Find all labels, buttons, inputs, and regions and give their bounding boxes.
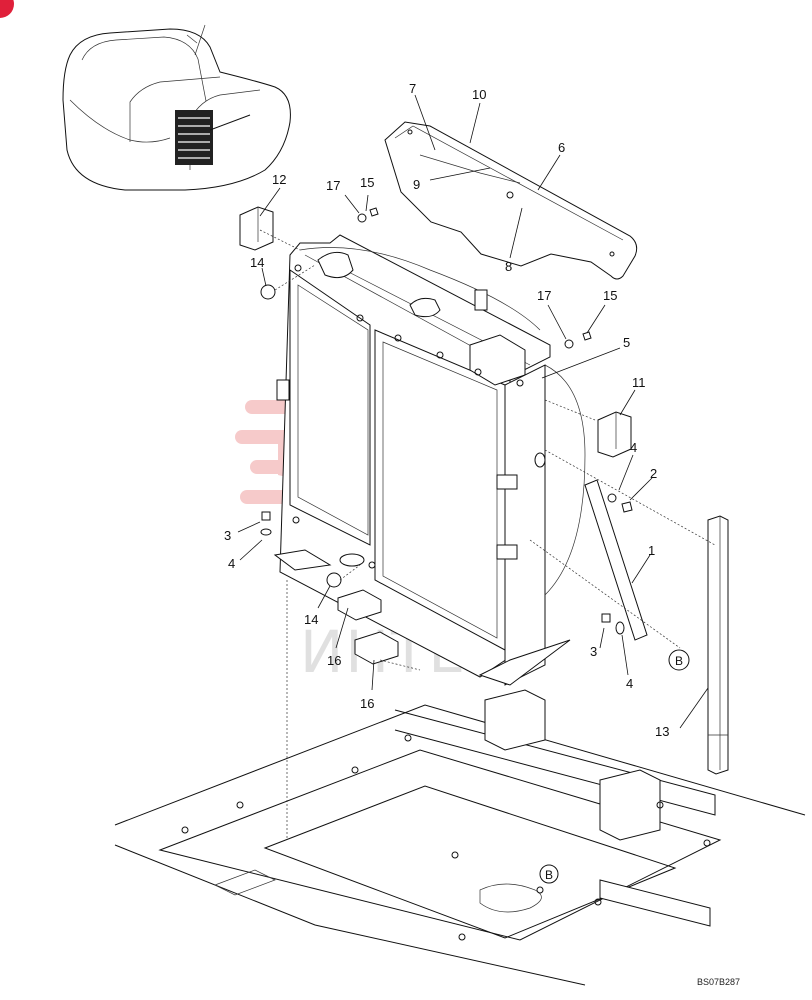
callout-part-16-upper: 16 — [327, 653, 341, 668]
callout-part-4-left: 4 — [228, 556, 235, 571]
callout-part-10: 10 — [472, 87, 486, 102]
callout-part-3-left: 3 — [224, 528, 231, 543]
seal-strip — [707, 515, 729, 775]
callout-part-5: 5 — [623, 335, 630, 350]
radiator-frame-assembly — [273, 234, 586, 686]
upper-frame-chassis — [114, 689, 806, 986]
callout-part-14-lower: 14 — [304, 612, 318, 627]
callout-part-8: 8 — [505, 259, 512, 274]
stay-bar — [584, 479, 648, 641]
callout-part-15-right: 15 — [603, 288, 617, 303]
callout-part-17-right: 17 — [537, 288, 551, 303]
top-cover-assembly — [384, 121, 638, 280]
rubber-mount-parts — [239, 206, 632, 458]
reference-marker-b-upper: B — [668, 649, 690, 671]
reference-marker-b-lower: B — [539, 864, 559, 884]
callout-part-1: 1 — [648, 543, 655, 558]
callout-part-2: 2 — [650, 466, 657, 481]
foam-block-parts — [337, 589, 399, 665]
drawing-code: BS07B287 — [697, 977, 740, 987]
callout-part-4-upper-right: 4 — [630, 440, 637, 455]
callout-part-12: 12 — [272, 172, 286, 187]
svg-text:B: B — [545, 868, 553, 882]
callout-part-17-left: 17 — [326, 178, 340, 193]
callout-part-11: 11 — [632, 375, 646, 390]
callout-leader-lines — [237, 94, 716, 880]
machine-overview-inset — [62, 24, 291, 191]
callout-part-7: 7 — [409, 81, 416, 96]
callout-part-16-lower: 16 — [360, 696, 374, 711]
callout-part-14-upper: 14 — [250, 255, 264, 270]
callout-part-15-left: 15 — [360, 175, 374, 190]
callout-part-4-lower-right: 4 — [626, 676, 633, 691]
callout-part-9: 9 — [413, 177, 420, 192]
brand-corner-mark — [0, 0, 14, 18]
reference-markers: B B — [539, 649, 690, 884]
svg-text:B: B — [675, 654, 683, 668]
o-ring-lower — [326, 572, 342, 588]
fastener-hardware — [260, 207, 633, 635]
callout-part-6: 6 — [558, 140, 565, 155]
callout-part-13: 13 — [655, 724, 669, 739]
callout-part-3-right: 3 — [590, 644, 597, 659]
o-ring-upper — [260, 284, 276, 300]
callout-labels: 1 2 3 3 4 4 4 5 6 7 8 9 10 11 12 13 14 1… — [224, 81, 669, 739]
